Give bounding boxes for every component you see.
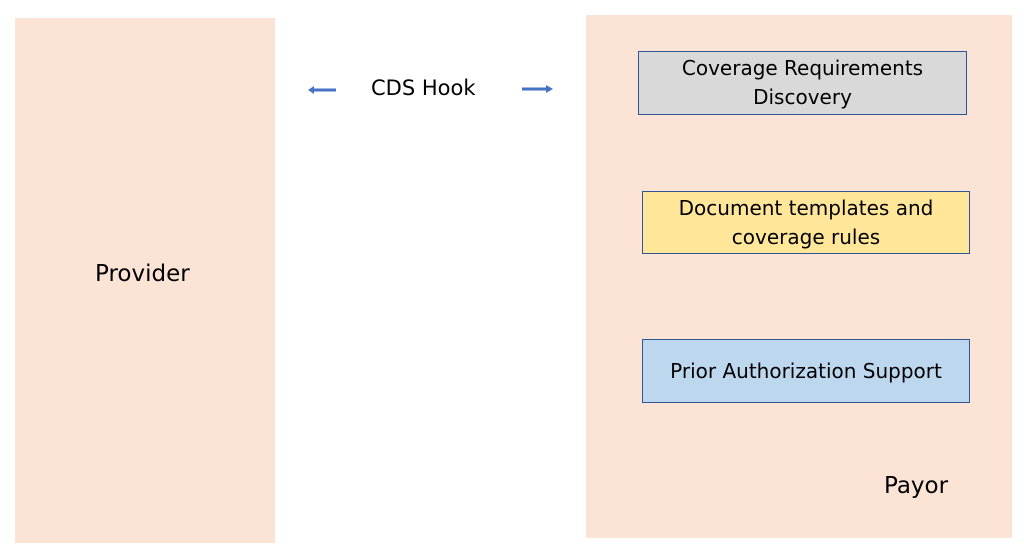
provider-label: Provider — [95, 261, 190, 287]
document-templates-box: Document templates and coverage rules — [642, 191, 970, 254]
cds-hook-label: CDS Hook — [371, 76, 476, 100]
prior-authorization-support-box: Prior Authorization Support — [642, 339, 970, 403]
arrow-left-icon — [308, 86, 336, 94]
arrow-right-icon — [522, 85, 553, 93]
provider-panel — [15, 18, 275, 543]
payor-label: Payor — [884, 473, 949, 499]
coverage-requirements-discovery-box: Coverage Requirements Discovery — [638, 51, 967, 115]
